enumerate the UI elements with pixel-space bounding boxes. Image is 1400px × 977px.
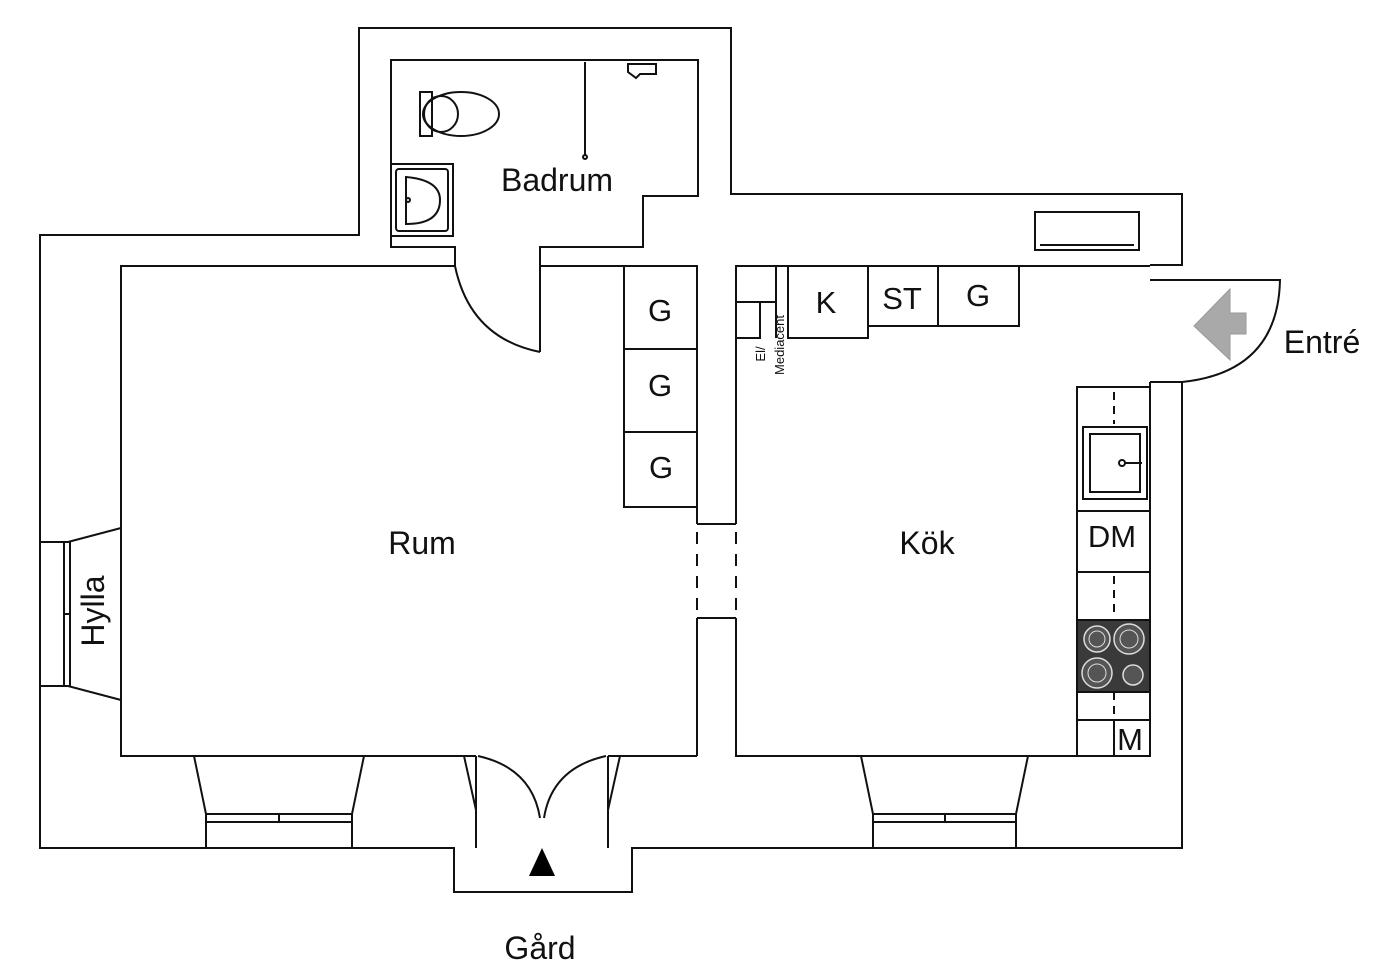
kitchen-label-k: K (816, 285, 837, 320)
wardrobe-label-1: G (648, 293, 672, 328)
rum-window (193, 755, 365, 848)
kitchen-unit-g (937, 265, 1020, 327)
kitchen-unit-el (735, 301, 761, 339)
entre-door (1150, 279, 1282, 383)
room-label-kok: Kök (899, 525, 955, 561)
badrum-door (454, 265, 541, 353)
kitchen-label-dm: DM (1088, 519, 1136, 554)
gard-door (463, 755, 621, 848)
outer-wall (39, 27, 1183, 893)
stove-icon (1076, 619, 1151, 693)
wardrobe-3 (623, 431, 698, 508)
el-label-line2: Mediacent (772, 315, 787, 375)
kok-window (860, 755, 1029, 848)
label-hylla: Hylla (75, 575, 111, 646)
entre-arrow-icon (1193, 287, 1247, 362)
kitchen-sink-icon (1082, 426, 1148, 500)
gard-arrow-icon (529, 848, 555, 876)
radiator (1034, 211, 1140, 251)
kitchen-label-st: ST (882, 281, 922, 316)
label-entre: Entré (1284, 324, 1360, 360)
kitchen-label-g: G (966, 278, 990, 313)
label-gard: Gård (504, 930, 575, 966)
left-window (40, 527, 122, 701)
rum-inner-wall (120, 265, 476, 757)
kitchen-label-m: M (1117, 722, 1143, 757)
room-label-badrum: Badrum (501, 162, 613, 198)
el-label-line1: El/ (753, 346, 768, 362)
badrum-inner-wall (390, 59, 699, 266)
room-label-rum: Rum (388, 525, 456, 561)
shower-icon (582, 62, 657, 160)
kok-inner-wall (735, 265, 1150, 524)
bathroom-sink-icon (390, 163, 454, 237)
wardrobe-label-3: G (649, 450, 673, 485)
wardrobe-label-2: G (648, 368, 672, 403)
toilet-icon (419, 91, 500, 137)
